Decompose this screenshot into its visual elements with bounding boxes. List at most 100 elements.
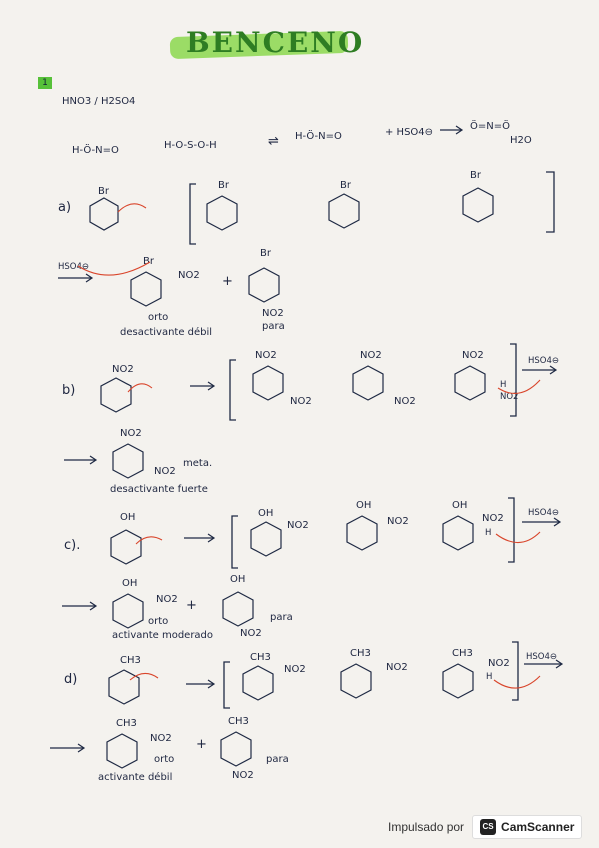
- b-int2-sub: NO2: [360, 350, 382, 361]
- d-int3-sub: CH3: [452, 648, 473, 659]
- benzene-ring: [252, 365, 284, 401]
- a-int2-sub: Br: [340, 180, 351, 191]
- eq1-sulfuric: H-O-S-O-H: [164, 140, 217, 151]
- a-para: para: [262, 321, 285, 332]
- benzene-ring: [248, 267, 280, 303]
- d-int3-no2: NO2: [488, 658, 510, 669]
- benzene-ring: [328, 193, 360, 229]
- benzene-ring: [352, 365, 384, 401]
- reaction-arrow: [440, 125, 464, 135]
- reaction-arrow: [62, 601, 98, 611]
- section-number: 1: [38, 77, 52, 89]
- electron-arrow: [117, 203, 147, 213]
- d-sub: CH3: [120, 655, 141, 666]
- d-int1-no2: NO2: [284, 664, 306, 675]
- reaction-arrow: [64, 455, 98, 465]
- a-int1-sub: Br: [218, 180, 229, 191]
- a-hso4: HSO4⊖: [58, 262, 90, 272]
- a-int3-sub: Br: [470, 170, 481, 181]
- c-int1-sub: OH: [258, 508, 274, 519]
- a-note: desactivante débil: [120, 327, 213, 338]
- electron-arrow: [129, 672, 159, 681]
- c-orto: orto: [148, 616, 169, 627]
- bracket: [508, 497, 515, 563]
- b-sub: NO2: [112, 364, 134, 375]
- c-int1-no2: NO2: [287, 520, 309, 531]
- bracket: [229, 359, 236, 421]
- bracket: [231, 515, 238, 569]
- a-prod1-group: NO2: [178, 270, 200, 281]
- b-int3-h: H: [500, 380, 507, 390]
- bracket: [510, 343, 517, 417]
- c-int3-h: H: [485, 528, 492, 538]
- bracket: [189, 183, 196, 245]
- d-plus: +: [196, 737, 207, 752]
- c-plus: +: [186, 598, 197, 613]
- eq1-water: H2O: [510, 135, 532, 146]
- electron-arrow: [493, 675, 541, 689]
- benzene-ring: [130, 271, 162, 307]
- d-int2-no2: NO2: [386, 662, 408, 673]
- curved-electron-arrows: [77, 203, 541, 689]
- bracket: [223, 661, 230, 709]
- reaction-arrow: [186, 679, 216, 689]
- benzene-ring: [108, 669, 140, 705]
- reaction-arrow: [184, 533, 216, 543]
- c-prod1-sub: OH: [122, 578, 138, 589]
- a-plus: +: [222, 274, 233, 289]
- d-note: activante débil: [98, 772, 173, 783]
- eq1-nitronium: Ö=N=Ö: [470, 121, 510, 132]
- c-note: activante moderado: [112, 630, 214, 641]
- bracket: [512, 641, 519, 701]
- benzene-ring: [110, 529, 142, 565]
- b-int3-no2: NO2: [500, 392, 519, 402]
- camscanner-logo-icon: CS: [480, 819, 497, 835]
- d-orto: orto: [154, 754, 175, 765]
- b-note: desactivante fuerte: [110, 484, 208, 495]
- c-int3-sub: OH: [452, 500, 468, 511]
- d-prod1-sub: CH3: [116, 718, 137, 729]
- benzene-rings: [89, 187, 494, 769]
- a-prod2-group: NO2: [262, 308, 284, 319]
- benzene-ring: [442, 663, 474, 699]
- reaction-arrow: [522, 365, 558, 375]
- powered-by-text: Impulsado por: [388, 820, 465, 834]
- benzene-ring: [340, 663, 372, 699]
- camscanner-footer: Impulsado por CS CamScanner: [388, 814, 583, 840]
- benzene-ring: [250, 521, 282, 557]
- benzene-ring: [100, 377, 132, 413]
- b-prod-group: NO2: [154, 466, 176, 477]
- benzene-ring: [442, 515, 474, 551]
- b-label: b): [62, 383, 76, 398]
- c-int3-no2: NO2: [482, 513, 504, 524]
- a-prod2-sub: Br: [260, 248, 271, 259]
- c-int2-sub: OH: [356, 500, 372, 511]
- electron-arrow: [495, 531, 541, 544]
- bracket: [546, 171, 555, 233]
- b-hso4: HSO4⊖: [528, 356, 560, 366]
- electron-arrow: [127, 383, 153, 393]
- benzene-ring: [112, 443, 144, 479]
- reaction-arrow: [190, 381, 216, 391]
- reaction-arrow: [50, 743, 86, 753]
- a-orto: orto: [148, 312, 169, 323]
- electron-arrow: [77, 261, 151, 276]
- electron-arrow: [497, 379, 541, 394]
- reaction-arrow: [522, 517, 562, 527]
- d-label: d): [64, 672, 78, 687]
- camscanner-badge: CS CamScanner: [472, 815, 583, 839]
- benzene-ring: [206, 195, 238, 231]
- eq1-hso4: + HSO4⊖: [385, 127, 434, 138]
- d-prod2-group: NO2: [232, 770, 254, 781]
- page-title: BENCENO: [186, 26, 365, 59]
- c-prod1-group: NO2: [156, 594, 178, 605]
- d-prod2-sub: CH3: [228, 716, 249, 727]
- d-int2-sub: CH3: [350, 648, 371, 659]
- benzene-ring: [106, 733, 138, 769]
- reaction-arrow: [524, 659, 564, 669]
- b-int3-sub: NO2: [462, 350, 484, 361]
- electron-arrow: [135, 536, 163, 545]
- title-block: BENCENO: [169, 22, 362, 66]
